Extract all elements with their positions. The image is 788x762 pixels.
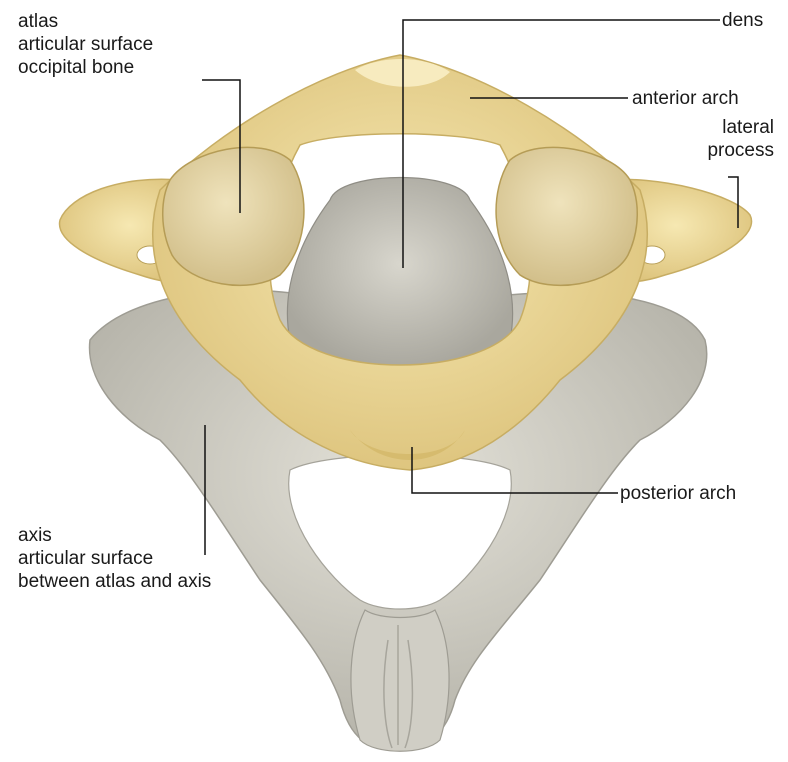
label-line: between atlas and axis (18, 570, 211, 593)
label-posterior-arch: posterior arch (620, 482, 736, 505)
label-line: axis (18, 524, 211, 547)
label-line: posterior arch (620, 482, 736, 505)
label-line: anterior arch (632, 87, 739, 110)
label-axis-articular-surface: axis articular surface between atlas and… (18, 524, 211, 593)
label-line: atlas (18, 10, 153, 33)
label-line: occipital bone (18, 56, 153, 79)
axis-spinous-process (351, 610, 449, 751)
label-atlas-articular-surface: atlas articular surface occipital bone (18, 10, 153, 79)
label-line: articular surface (18, 547, 211, 570)
label-anterior-arch: anterior arch (632, 87, 739, 110)
superior-facet-left (163, 147, 304, 285)
label-dens: dens (722, 9, 763, 32)
label-line: articular surface (18, 33, 153, 56)
dens (287, 178, 512, 371)
superior-facet-right (496, 147, 637, 285)
label-line: dens (722, 9, 763, 32)
label-lateral-process: lateral process (680, 116, 774, 162)
label-line: lateral (680, 116, 774, 139)
label-line: process (680, 139, 774, 162)
